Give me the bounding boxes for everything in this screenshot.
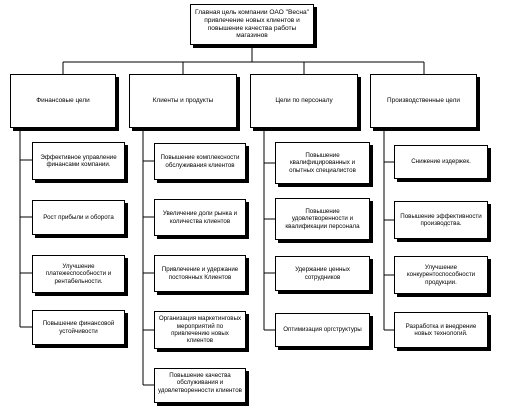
main-goal-box: Главная цель компании ОАО "Весна" привле… — [190, 4, 314, 45]
category-clients: Клиенты и продукты — [129, 74, 237, 128]
goal-box: Снижение издержек. — [394, 145, 488, 179]
goal-text: Повышение комплексности обслуживания кли… — [160, 154, 240, 169]
goal-text: Повышение квалифицированных и опытных сп… — [289, 151, 356, 174]
goal-box: Повышение квалифицированных и опытных сп… — [275, 142, 370, 184]
goal-text: Улучшение платежеспособности и рентабель… — [45, 262, 112, 285]
goal-box: Повышение удовлетворенности и квалификац… — [275, 198, 370, 240]
goal-box: Привлечение и удержание постоянных Клиен… — [154, 255, 246, 292]
goal-box: Удержание ценных сотрудников — [275, 256, 370, 291]
goal-text: Оптимизация оргструктуры — [283, 326, 362, 334]
goal-box: Увеличение доли рынка и количества клиен… — [154, 199, 246, 236]
goal-box: Улучшение платежеспособности и рентабель… — [32, 255, 125, 293]
goal-text: Снижение издержек. — [411, 158, 471, 166]
goal-box: Повышение комплексности обслуживания кли… — [154, 143, 246, 180]
goal-box: Разработка и внедрение новых технологий. — [394, 312, 488, 348]
goal-text: Повышение эффективности производства. — [400, 212, 482, 227]
goal-text: Эффективное управление финансами компани… — [40, 153, 117, 168]
goal-text: Разработка и внедрение новых технологий. — [405, 322, 477, 337]
goal-box: Повышение качества обслуживания и удовле… — [154, 368, 246, 403]
goal-box: Повышение финансовой устойчивости — [32, 310, 125, 345]
goal-text: Повышение финансовой устойчивости — [42, 320, 115, 335]
goal-text: Увеличение доли рынка и количества клиен… — [162, 210, 238, 225]
category-financial: Финансовые цели — [10, 74, 116, 128]
goal-box: Организация маркетинговых мероприятий по… — [154, 311, 246, 349]
goal-box: Эффективное управление финансами компани… — [32, 142, 125, 180]
goal-text: Организация маркетинговых мероприятий по… — [158, 315, 242, 345]
category-financial-title: Финансовые цели — [36, 97, 90, 105]
goal-text: Удержание ценных сотрудников — [295, 266, 350, 281]
category-personnel-title: Цели по персоналу — [275, 97, 333, 105]
main-goal-text: Главная цель компании ОАО "Весна" привле… — [195, 8, 309, 40]
category-clients-title: Клиенты и продукты — [152, 97, 214, 105]
goal-text: Повышение качества обслуживания и удовле… — [158, 372, 242, 394]
category-production: Производственные цели — [370, 74, 477, 128]
category-personnel: Цели по персоналу — [250, 74, 358, 128]
goal-text: Рост прибыли и оборота — [43, 213, 114, 221]
goal-box: Улучшение конкурентоспособности продукци… — [394, 256, 488, 294]
goal-box: Повышение эффективности производства. — [394, 201, 488, 239]
goal-box: Оптимизация оргструктуры — [275, 313, 370, 347]
goal-text: Повышение удовлетворенности и квалификац… — [285, 207, 360, 230]
category-production-title: Производственные цели — [387, 97, 460, 105]
goal-text: Привлечение и удержание постоянных Клиен… — [161, 266, 239, 281]
goal-box: Рост прибыли и оборота — [32, 200, 125, 235]
goal-text: Улучшение конкурентоспособности продукци… — [406, 263, 476, 286]
